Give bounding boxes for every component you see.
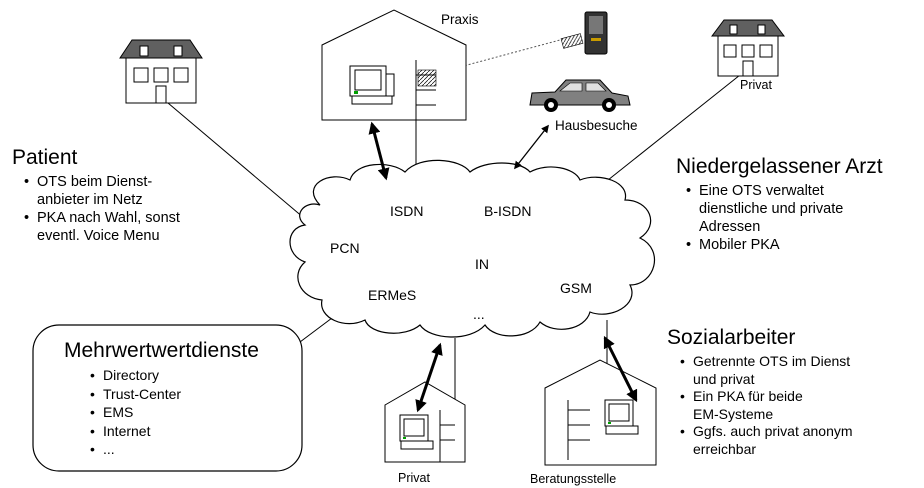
sozialarbeiter-list: Getrennte OTS im Dienst und privat Ein P… <box>680 353 853 458</box>
arzt-item: Mobiler PKA <box>686 236 843 254</box>
patient-list: OTS beim Dienst- anbieter im Netz PKA na… <box>24 173 180 245</box>
network-term-gsm: GSM <box>560 280 592 296</box>
mehrwertdienste-item: Internet <box>90 422 181 441</box>
computer-icon-praxis <box>349 65 395 105</box>
privat-top-label: Privat <box>740 78 772 92</box>
car-icon <box>529 79 631 112</box>
sozialarbeiter-item: Ggfs. auch privat anonym erreichbar <box>680 423 853 458</box>
sozialarbeiter-item: Ein PKA für beide EM-Systeme <box>680 388 853 423</box>
house-icon-privat <box>711 19 785 77</box>
privat-bottom-label: Privat <box>398 471 430 485</box>
mehrwertdienste-item: Trust-Center <box>90 385 181 404</box>
mehrwertdienste-item: ... <box>90 440 181 459</box>
praxis-label: Praxis <box>441 12 479 27</box>
arzt-list: Eine OTS verwaltet dienstliche und priva… <box>686 182 843 254</box>
computer-icon-privat <box>399 414 434 450</box>
network-term-pcn: PCN <box>330 240 360 256</box>
line-wireless <box>429 39 561 76</box>
hausbesuche-label: Hausbesuche <box>555 118 638 133</box>
computer-icon-beratung <box>604 399 639 435</box>
double-arrows <box>368 121 638 413</box>
patient-item: PKA nach Wahl, sonst eventl. Voice Menu <box>24 209 180 245</box>
house-icon-patient <box>119 39 203 104</box>
mobile-device-icon <box>560 11 608 55</box>
beratungsstelle-building <box>544 359 657 466</box>
network-term-ellipsis: ... <box>473 306 485 322</box>
network-term-ermes: ERMeS <box>368 287 417 303</box>
mehrwertdienste-item: EMS <box>90 403 181 422</box>
arrow-car-cloud <box>514 124 549 170</box>
arrow-cloud-beratung <box>603 335 638 403</box>
network-term-isdn: ISDN <box>390 203 424 219</box>
arrow-cloud-privat <box>415 342 443 413</box>
patient-title: Patient <box>12 146 78 169</box>
arzt-item: Eine OTS verwaltet dienstliche und priva… <box>686 182 843 236</box>
mehrwertdienste-item: Directory <box>90 366 181 385</box>
beratungsstelle-label: Beratungsstelle <box>530 472 617 486</box>
praxis-wall-jack <box>417 69 437 87</box>
patient-item: OTS beim Dienst- anbieter im Netz <box>24 173 180 209</box>
sozialarbeiter-item: Getrennte OTS im Dienst und privat <box>680 353 853 388</box>
network-cloud <box>289 159 656 338</box>
network-term-bisdn: B-ISDN <box>484 203 532 219</box>
line-privat-top <box>597 74 741 189</box>
arzt-title: Niedergelassener Arzt <box>676 155 883 178</box>
network-term-in: IN <box>475 256 489 272</box>
mehrwertdienste-list: Directory Trust-Center EMS Internet ... <box>90 366 181 459</box>
sozialarbeiter-title: Sozialarbeiter <box>667 326 796 349</box>
arrow-praxis-cloud <box>368 121 390 181</box>
mehrwertdienste-title: Mehrwertwertdienste <box>64 339 259 362</box>
line-patient-house <box>167 102 305 219</box>
